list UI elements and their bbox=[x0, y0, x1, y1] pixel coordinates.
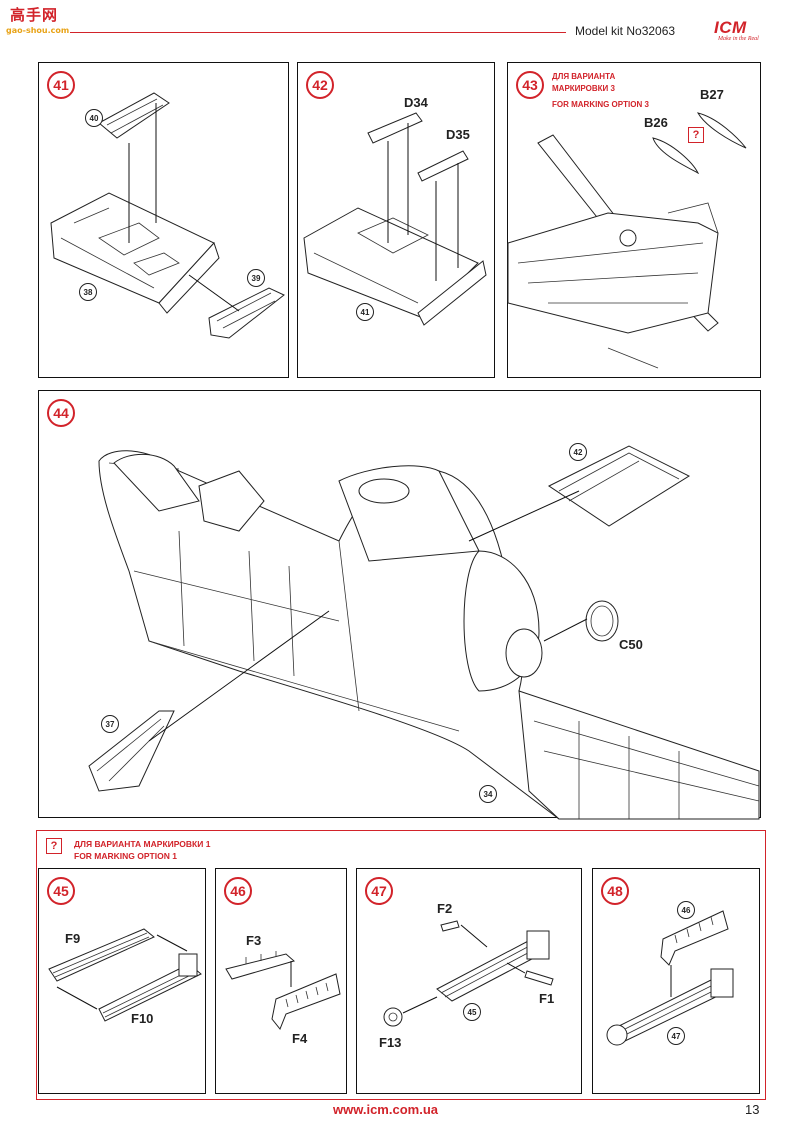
step-number: 44 bbox=[47, 399, 75, 427]
marking-option-1-frame bbox=[36, 830, 766, 1100]
part-label-f9: F9 bbox=[65, 931, 81, 946]
logo-tagline: Make in the Real bbox=[718, 36, 759, 42]
part-label-f3: F3 bbox=[246, 933, 262, 948]
step-44-panel: 44 42 37 34 C50 bbox=[38, 390, 761, 820]
part-label-b26: B26 bbox=[644, 115, 668, 130]
marking-option-1-en: FOR MARKING OPTION 1 bbox=[74, 851, 177, 861]
part-label-f1: F1 bbox=[539, 991, 555, 1006]
step-43-panel: 43 ДЛЯ ВАРИАНТА МАРКИРОВКИ 3 FOR MARKING… bbox=[507, 62, 761, 378]
step-45-panel: 45 F9 F10 bbox=[38, 868, 206, 1094]
part-label-f2: F2 bbox=[437, 901, 453, 916]
part-label-f13: F13 bbox=[379, 1035, 402, 1050]
marking-option-1-label: ДЛЯ ВАРИАНТА МАРКИРОВКИ 1 FOR MARKING OP… bbox=[74, 838, 210, 862]
marking-option-1-ru: ДЛЯ ВАРИАНТА МАРКИРОВКИ 1 bbox=[74, 839, 211, 849]
step-number: 45 bbox=[47, 877, 75, 905]
step-number: 47 bbox=[365, 877, 393, 905]
page-number: 13 bbox=[745, 1102, 760, 1117]
icm-logo: ICM Make in the Real bbox=[704, 18, 770, 44]
part-ref-47: 47 bbox=[667, 1027, 685, 1045]
step-47-panel: 47 F2 F1 F13 45 bbox=[356, 868, 582, 1094]
watermark: 高手网 gao-shou.com bbox=[4, 4, 78, 38]
part-label-d34: D34 bbox=[404, 95, 428, 110]
unknown-option-marker: ? bbox=[46, 838, 62, 854]
step-number: 46 bbox=[224, 877, 252, 905]
part-ref-37: 37 bbox=[101, 715, 119, 733]
step-41-drawing bbox=[50, 92, 285, 339]
header-rule bbox=[70, 32, 566, 33]
part-label-f10: F10 bbox=[131, 1011, 154, 1026]
step-42-panel: 42 D34 D35 41 bbox=[297, 62, 495, 378]
step-47-drawing bbox=[383, 920, 554, 1027]
model-kit-number: Model kit No32063 bbox=[575, 24, 676, 38]
part-ref-41: 41 bbox=[356, 303, 374, 321]
part-label-f4: F4 bbox=[292, 1031, 308, 1046]
step-number: 41 bbox=[47, 71, 75, 99]
step-number: 43 bbox=[516, 71, 544, 99]
marking-option-3-en: FOR MARKING OPTION 3 bbox=[552, 100, 649, 109]
part-ref-40: 40 bbox=[85, 109, 103, 127]
part-label-c50: C50 bbox=[619, 637, 643, 652]
part-ref-46: 46 bbox=[677, 901, 695, 919]
part-label-b27: B27 bbox=[700, 87, 724, 102]
step-48-drawing bbox=[606, 910, 734, 1046]
step-41-panel: 41 40 38 39 bbox=[38, 62, 289, 378]
step-45-drawing bbox=[48, 928, 202, 1022]
step-46-drawing bbox=[225, 951, 341, 1030]
step-43-drawing bbox=[507, 112, 747, 369]
step-number: 42 bbox=[306, 71, 334, 99]
part-ref-34: 34 bbox=[479, 785, 497, 803]
part-ref-39: 39 bbox=[247, 269, 265, 287]
marking-option-3-ru: ДЛЯ ВАРИАНТА МАРКИРОВКИ 3 bbox=[552, 72, 616, 93]
logo-text: ICM bbox=[714, 18, 747, 37]
step-number: 48 bbox=[601, 877, 629, 905]
watermark-top: 高手网 bbox=[10, 6, 59, 24]
unknown-option-marker: ? bbox=[688, 127, 704, 143]
part-ref-42: 42 bbox=[569, 443, 587, 461]
part-ref-45: 45 bbox=[463, 1003, 481, 1021]
part-ref-38: 38 bbox=[79, 283, 97, 301]
step-42-drawing bbox=[303, 112, 487, 326]
website-url[interactable]: www.icm.com.ua bbox=[333, 1102, 438, 1117]
part-label-d35: D35 bbox=[446, 127, 470, 142]
step-46-panel: 46 F3 F4 bbox=[215, 868, 347, 1094]
step-48-panel: 48 46 47 bbox=[592, 868, 760, 1094]
step-44-drawing bbox=[88, 445, 760, 820]
watermark-bottom: gao-shou.com bbox=[6, 26, 70, 35]
